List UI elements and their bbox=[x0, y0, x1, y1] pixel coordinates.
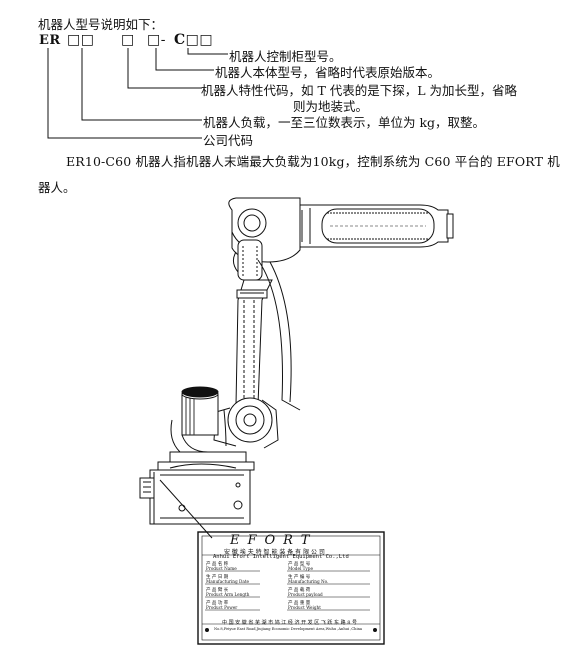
nameplate-field-serial-cn: 生 产 编 号 bbox=[288, 575, 311, 580]
robot-motor bbox=[170, 386, 219, 453]
nameplate-field-model-en: Model Type bbox=[288, 566, 313, 571]
annotation-feature-line2: 则为地装式。 bbox=[293, 99, 369, 114]
annotation-load: 机器人负载，一至三位数表示，单位为 kg，取整。 bbox=[203, 115, 486, 130]
nameplate-field-date-cn: 生 产 日 期 bbox=[206, 575, 229, 580]
nameplate-field-name-en: Product Name bbox=[206, 566, 237, 571]
annotation-company: 公司代码 bbox=[203, 133, 254, 148]
paragraph-line2: 器人。 bbox=[38, 180, 76, 195]
nameplate-field-name-cn: 产 品 名 称 bbox=[206, 562, 229, 567]
code-load-boxes: □□ bbox=[67, 32, 95, 48]
code-body-box: □- bbox=[147, 32, 166, 48]
nameplate-field-date-en: Manufacturing Date bbox=[206, 579, 250, 584]
nameplate-field-serial-en: Manufacturing No. bbox=[288, 579, 329, 584]
code-prefix: ER bbox=[39, 33, 61, 48]
nameplate-field-payload-cn: 产 品 载 荷 bbox=[288, 588, 311, 593]
robot-forearm bbox=[300, 204, 454, 248]
code-controller: C□□ bbox=[174, 32, 214, 48]
nameplate-field-weight-en: Product Weight bbox=[288, 605, 321, 610]
nameplate-field-power-cn: 产 品 功 率 bbox=[206, 601, 229, 606]
nameplate-company-en: Anhui Efort Intelligent Equipment Co.,Lt… bbox=[213, 554, 349, 560]
nameplate-address-cn: 中 国 安 徽 省 芜 湖 市 鸠 江 经 济 开 发 区 飞 跃 东 路 8 … bbox=[222, 620, 357, 626]
nameplate-address-en: No.8,Feiyue East Road,Jiujiang Economic … bbox=[214, 627, 363, 631]
paragraph-line1: ER10-C60 机器人指机器人末端最大负载为10kg，控制系统为 C60 平台… bbox=[66, 154, 560, 169]
robot-base bbox=[139, 451, 255, 525]
nameplate-brand: EFORT bbox=[230, 533, 318, 548]
nameplate-field-model-cn: 产 品 型 号 bbox=[288, 562, 311, 567]
nameplate-company-cn: 安 徽 埃 夫 特 智 能 装 备 有 限 公 司 bbox=[224, 549, 325, 556]
annotation-feature-line1: 机器人特性代码，如 T 代表的是下探，L 为加长型，省略 bbox=[201, 83, 518, 98]
nameplate-field-arm-cn: 产 品 臂 长 bbox=[206, 588, 229, 593]
nameplate-field-weight-cn: 产 品 重 量 bbox=[288, 601, 311, 606]
annotation-controller: 机器人控制柜型号。 bbox=[229, 49, 342, 64]
annotation-body-model: 机器人本体型号，省略时代表原始版本。 bbox=[215, 65, 441, 80]
code-feature-box: □ bbox=[121, 32, 135, 48]
nameplate-leader-line bbox=[159, 479, 213, 539]
nameplate-field-power-en: Product Power bbox=[206, 605, 238, 610]
robot-elbow bbox=[228, 197, 301, 281]
nameplate-field-arm-en: Product Arm Length bbox=[206, 592, 250, 597]
code-leader-lines bbox=[47, 48, 228, 139]
nameplate-field-payload-en: Product payload bbox=[288, 592, 323, 597]
robot-arm-link bbox=[235, 259, 301, 411]
intro-heading: 机器人型号说明如下： bbox=[38, 17, 164, 32]
